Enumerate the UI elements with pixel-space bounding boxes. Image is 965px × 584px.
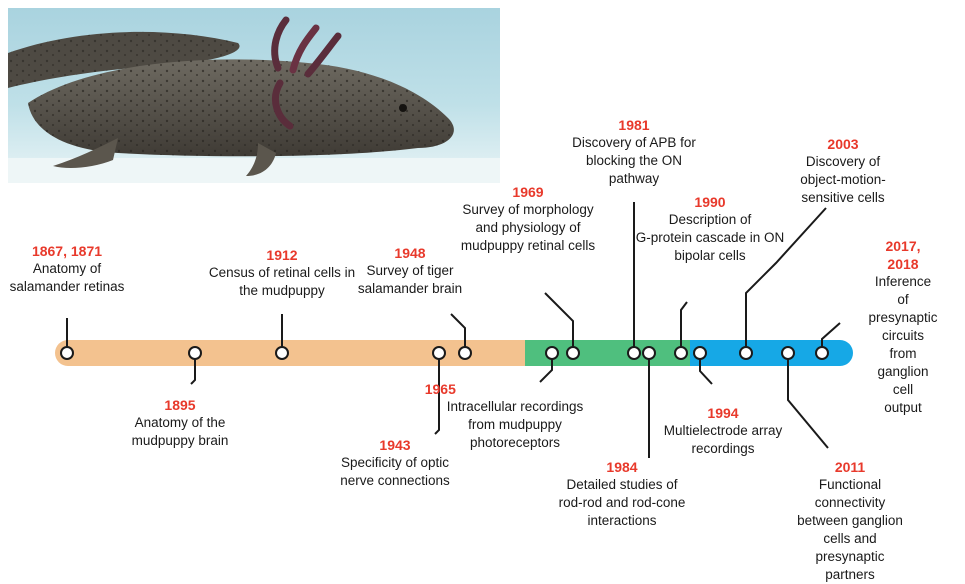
event-1984: 1984 Detailed studies of rod-rod and rod…: [559, 458, 686, 530]
marker-1912: [276, 347, 288, 359]
event-1994: 1994 Multielectrode array recordings: [664, 404, 783, 458]
event-description: Census of retinal cells in the mudpuppy: [209, 264, 355, 300]
event-year: 2011: [793, 458, 908, 476]
event-description: Multielectrode array recordings: [664, 422, 783, 458]
event-year: 1965: [425, 380, 456, 398]
event-description: Description of G-protein cascade in ON b…: [636, 211, 785, 265]
marker-2003: [740, 347, 752, 359]
marker-1895: [189, 347, 201, 359]
event-year: 1984: [559, 458, 686, 476]
event-description: Anatomy of salamander retinas: [10, 260, 125, 296]
event-year: 2017, 2018: [868, 237, 937, 273]
salamander-photo: [8, 8, 500, 183]
event-description: Survey of morphology and physiology of m…: [461, 201, 595, 255]
connector-2011: [788, 353, 828, 448]
event-year: 1990: [636, 193, 785, 211]
event-description: Functional connectivity between ganglion…: [793, 476, 908, 584]
marker-1867: [61, 347, 73, 359]
event-year: 1867, 1871: [10, 242, 125, 260]
marker-1990: [675, 347, 687, 359]
event-description: Inference of presynaptic circuits from g…: [868, 273, 937, 417]
event-description: Intracellular recordings from mudpuppy p…: [447, 380, 584, 452]
marker-1965: [546, 347, 558, 359]
event-1948: 1948 Survey of tiger salamander brain: [358, 244, 462, 298]
marker-2011: [782, 347, 794, 359]
event-year: 1895: [132, 396, 229, 414]
event-2011: 2011 Functional connectivity between gan…: [793, 458, 908, 584]
marker-1981: [628, 347, 640, 359]
marker-2017: [816, 347, 828, 359]
event-year: 1943: [340, 436, 450, 454]
event-year: 2003: [782, 135, 904, 153]
event-1912: 1912 Census of retinal cells in the mudp…: [209, 246, 355, 300]
marker-1943: [433, 347, 445, 359]
event-year: 1994: [664, 404, 783, 422]
event-1965: 1965 Intracellular recordings from mudpu…: [447, 380, 584, 452]
event-year: 1948: [358, 244, 462, 262]
event-1981: 1981 Discovery of APB for blocking the O…: [572, 116, 696, 188]
event-2003: 2003 Discovery of object-motion-sensitiv…: [782, 135, 904, 207]
event-description: Specificity of optic nerve connections: [340, 454, 450, 490]
event-1969: 1969 Survey of morphology and physiology…: [461, 183, 595, 255]
event-description: Detailed studies of rod-rod and rod-cone…: [559, 476, 686, 530]
event-1867: 1867, 1871 Anatomy of salamander retinas: [10, 242, 125, 296]
event-year: 1912: [209, 246, 355, 264]
event-description: Anatomy of the mudpuppy brain: [132, 414, 229, 450]
event-year: 1981: [572, 116, 696, 134]
event-1990: 1990 Description of G-protein cascade in…: [636, 193, 785, 265]
event-description: Discovery of object-motion-sensitive cel…: [782, 153, 904, 207]
event-description: Survey of tiger salamander brain: [358, 262, 462, 298]
marker-1969: [567, 347, 579, 359]
event-description: Discovery of APB for blocking the ON pat…: [572, 134, 696, 188]
marker-1984: [643, 347, 655, 359]
marker-1948: [459, 347, 471, 359]
marker-1994: [694, 347, 706, 359]
event-2017: 2017, 2018 Inference of presynaptic circ…: [868, 237, 937, 417]
event-1895: 1895 Anatomy of the mudpuppy brain: [132, 396, 229, 450]
event-1943: 1943 Specificity of optic nerve connecti…: [340, 436, 450, 490]
